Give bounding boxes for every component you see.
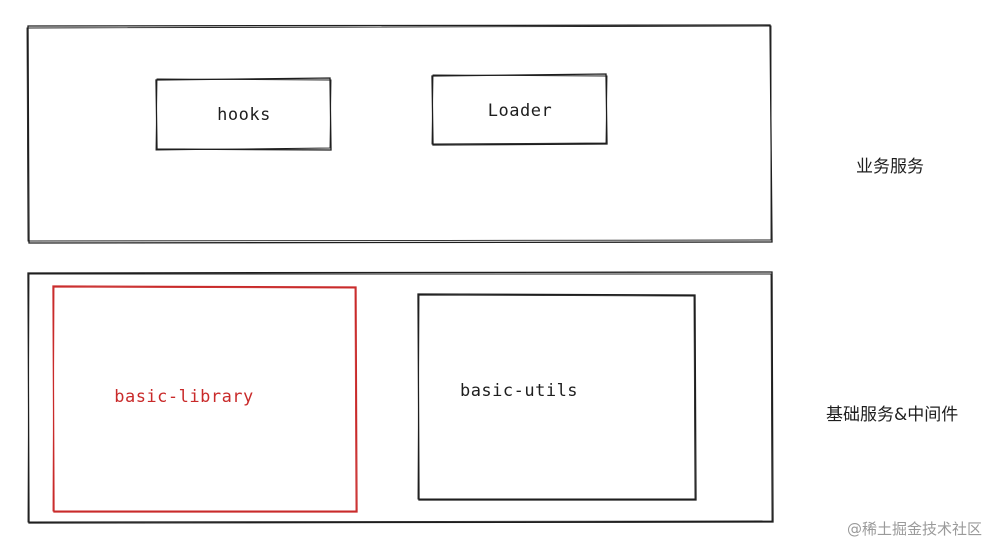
basic-library-node-box: [52, 285, 358, 513]
loader-node-label: Loader: [488, 101, 552, 121]
hooks-node-label: hooks: [217, 105, 271, 125]
business-services-box: [26, 24, 773, 244]
watermark: @稀土掘金技术社区: [846, 520, 982, 538]
basic-utils-node-label: basic-utils: [460, 381, 578, 401]
business-services-label: 业务服务: [856, 157, 924, 177]
basic-utils-node-box: [417, 293, 697, 501]
loader-node-box: [431, 73, 608, 146]
infrastructure-label: 基础服务&中间件: [826, 405, 959, 425]
basic-library-node-label: basic-library: [114, 387, 254, 407]
hooks-node-box: [155, 77, 332, 151]
infrastructure-box: [27, 271, 774, 524]
